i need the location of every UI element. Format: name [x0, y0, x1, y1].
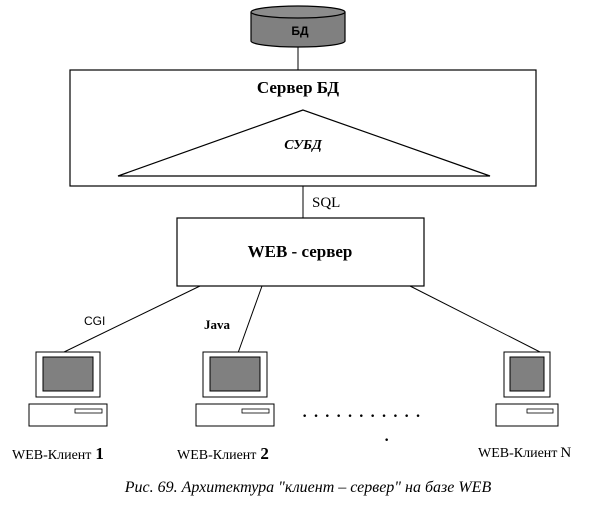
client-2-system-unit	[195, 403, 275, 427]
dbms-triangle	[117, 109, 491, 177]
client-2-number: 2	[260, 444, 269, 463]
client-n-screen	[509, 356, 545, 392]
client-1-drive	[74, 408, 103, 414]
client-2-drive	[241, 408, 270, 414]
web-server-frame	[176, 217, 425, 287]
web-server-title: WEB - сервер	[248, 242, 353, 261]
link-client-1	[61, 285, 201, 354]
client-1-computer	[28, 351, 108, 427]
client-2-label-group: WEB-Клиент 2	[177, 444, 269, 463]
client-1-label-text: WEB-Клиент	[12, 448, 91, 463]
link-client-n	[409, 285, 543, 354]
ellipsis-dots: · · · · · · · · · · ·	[302, 408, 422, 425]
client-1-label: WEB-Клиент 1	[12, 444, 104, 463]
cgi-label: CGI	[84, 314, 105, 328]
sql-label: SQL	[312, 195, 340, 211]
figure-caption: Рис. 69. Архитектура "клиент – сервер" н…	[124, 479, 492, 496]
client-n-drive	[526, 408, 554, 414]
client-n-computer	[495, 351, 559, 427]
client-2-label: WEB-Клиент 2	[177, 444, 269, 463]
client-2-label-text: WEB-Клиент	[177, 448, 256, 463]
dbms-label: СУБД	[284, 138, 322, 153]
client-n-label-text: WEB-Клиент	[478, 446, 557, 461]
client-1-system-unit	[28, 403, 108, 427]
client-1-number: 1	[95, 444, 104, 463]
client-2-computer	[195, 351, 275, 427]
web-server-box: WEB - сервер	[176, 217, 425, 287]
database-cylinder: БД	[250, 5, 346, 48]
client-1-label-group: WEB-Клиент 1	[12, 444, 104, 463]
client-n-system-unit	[495, 403, 559, 427]
database-label: БД	[291, 24, 309, 38]
db-server-box: Сервер БД СУБД	[69, 69, 537, 187]
link-client-2	[237, 285, 263, 354]
ellipsis-dot-single: ·	[384, 432, 389, 449]
client-2-screen	[209, 356, 261, 392]
client-n-number: N	[560, 445, 571, 461]
client-1-screen	[42, 356, 94, 392]
database-cylinder-top	[250, 5, 346, 19]
java-label: Java	[204, 317, 231, 332]
db-server-title: Сервер БД	[257, 78, 340, 97]
